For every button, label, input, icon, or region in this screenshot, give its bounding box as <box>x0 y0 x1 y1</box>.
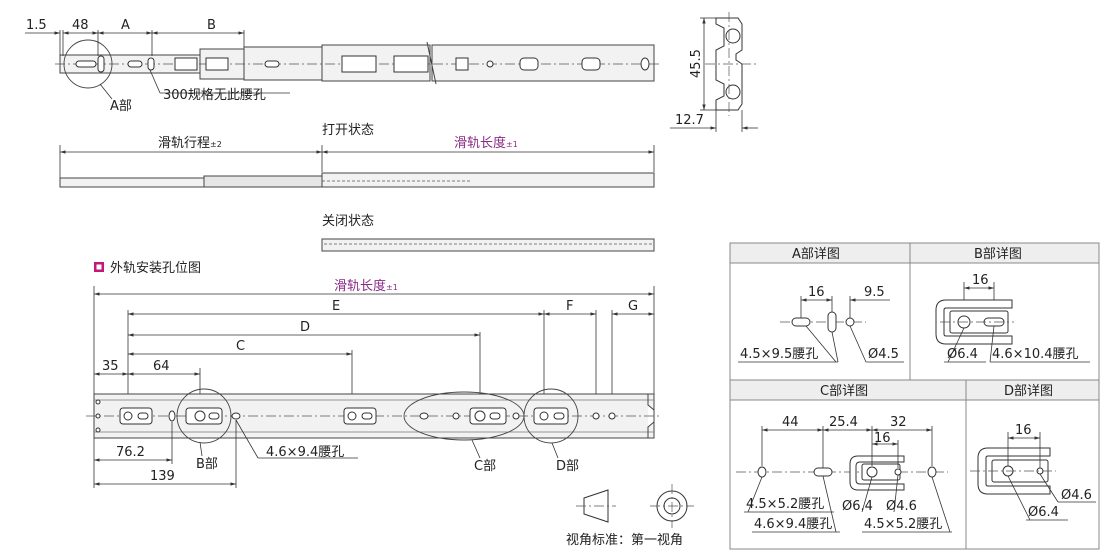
detail-c: 44 25.4 32 16 4.5×5.2腰孔 4.6×9.4腰孔 Ø6.4 Ø… <box>736 415 952 533</box>
b-part-label: B部 <box>196 457 218 472</box>
dim-a: A <box>121 18 130 33</box>
detail-c-dim-16: 16 <box>874 431 891 446</box>
detail-c-slot3: 4.5×5.2腰孔 <box>864 517 942 532</box>
closed-state-title: 关闭状态 <box>322 214 374 229</box>
open-state-title: 打开状态 <box>322 123 374 138</box>
open-state: 打开状态 滑轨行程±2 滑轨长度±1 <box>59 123 655 188</box>
travel-label: 滑轨行程 <box>158 136 210 151</box>
view-standard-note: 视角标准：第一视角 <box>566 533 683 548</box>
detail-d: 16 Ø4.6 Ø6.4 <box>970 423 1096 521</box>
outer-rail-title: 外轨安装孔位图 <box>110 261 201 276</box>
dim-b: B <box>207 18 216 33</box>
dim-e: E <box>332 299 340 314</box>
dim-76-2: 76.2 <box>116 445 145 460</box>
detail-d-hole46: Ø4.6 <box>1061 488 1092 503</box>
dim-12-7: 12.7 <box>675 113 704 128</box>
top-outer-rail-2 <box>431 44 655 82</box>
travel-tol: ±2 <box>210 140 222 149</box>
dim-35: 35 <box>102 359 119 374</box>
outer-rail-section: 外轨安装孔位图 滑轨长度±1 E F G D C 35 64 <box>86 261 660 488</box>
svg-text:滑轨长度±1: 滑轨长度±1 <box>334 278 398 294</box>
open-length-label: 滑轨长度 <box>454 135 506 151</box>
detail-d-title: D部详图 <box>1004 384 1053 399</box>
c-part-label: C部 <box>474 459 496 474</box>
open-length-tol: ±1 <box>506 140 518 149</box>
dim-1-5: 1.5 <box>26 18 47 33</box>
dim-64: 64 <box>153 359 170 374</box>
dim-d: D <box>300 320 310 335</box>
side-view: 45.5 12.7 <box>670 12 758 132</box>
detail-table: A部详图 B部详图 C部详图 D部详图 <box>729 242 1100 550</box>
detail-d-dim-16: 16 <box>1015 423 1032 438</box>
outer-length-label: 滑轨长度 <box>334 278 386 294</box>
detail-b-dim-16: 16 <box>972 273 989 288</box>
detail-a-hole: Ø4.5 <box>868 347 899 362</box>
open-outer-rail <box>321 172 655 188</box>
detail-b: 16 Ø6.4 4.6×10.4腰孔 <box>935 273 1090 363</box>
closed-state: 关闭状态 <box>321 214 655 252</box>
detail-c-dim-25-4: 25.4 <box>829 415 858 430</box>
detail-b-hole: Ø6.4 <box>947 347 978 362</box>
detail-d-hole64: Ø6.4 <box>1028 505 1059 520</box>
dim-139: 139 <box>150 469 175 484</box>
detail-a-slot: 4.5×9.5腰孔 <box>740 347 818 362</box>
detail-c-dim-44: 44 <box>782 415 799 430</box>
dim-g: G <box>628 299 638 314</box>
detail-b-title: B部详图 <box>974 247 1022 262</box>
detail-c-hole64: Ø6.4 <box>842 499 873 514</box>
detail-a: 16 9.5 4.5×9.5腰孔 Ø4.5 <box>738 285 904 363</box>
a-part-label: A部 <box>110 99 132 114</box>
detail-b-slot: 4.6×10.4腰孔 <box>992 347 1079 362</box>
b-part-callout-circle <box>176 388 232 444</box>
detail-a-title: A部详图 <box>792 247 840 262</box>
open-inner-rail <box>59 177 205 188</box>
detail-c-dim-32: 32 <box>890 415 907 430</box>
dim-f: F <box>566 299 573 314</box>
dim-c: C <box>236 339 245 354</box>
detail-a-dim-16: 16 <box>808 285 825 300</box>
dim-45-5: 45.5 <box>689 49 704 78</box>
outer-slot-note: 4.6×9.4腰孔 <box>266 445 344 460</box>
top-view: A部 300规格无此腰孔 1.5 48 A B <box>25 18 660 114</box>
detail-c-title: C部详图 <box>820 384 868 399</box>
detail-c-slot2: 4.6×9.4腰孔 <box>754 517 832 532</box>
closed-rail <box>321 238 655 252</box>
detail-c-hole46: Ø4.6 <box>886 499 917 514</box>
note-300-no-slot: 300规格无此腰孔 <box>163 87 266 103</box>
dim-48: 48 <box>72 18 89 33</box>
top-middle-rail <box>243 46 323 81</box>
a-part-callout-circle <box>63 39 113 89</box>
detail-c-slot1: 4.5×5.2腰孔 <box>746 497 824 512</box>
d-part-label: D部 <box>556 459 579 474</box>
svg-text:滑轨行程±2: 滑轨行程±2 <box>158 136 222 151</box>
d-part-callout-circle <box>523 388 579 444</box>
svg-text:滑轨长度±1: 滑轨长度±1 <box>454 135 518 151</box>
detail-a-dim-9-5: 9.5 <box>864 285 885 300</box>
view-standard: 视角标准：第一视角 <box>566 484 694 548</box>
outer-length-tol: ±1 <box>386 283 398 292</box>
